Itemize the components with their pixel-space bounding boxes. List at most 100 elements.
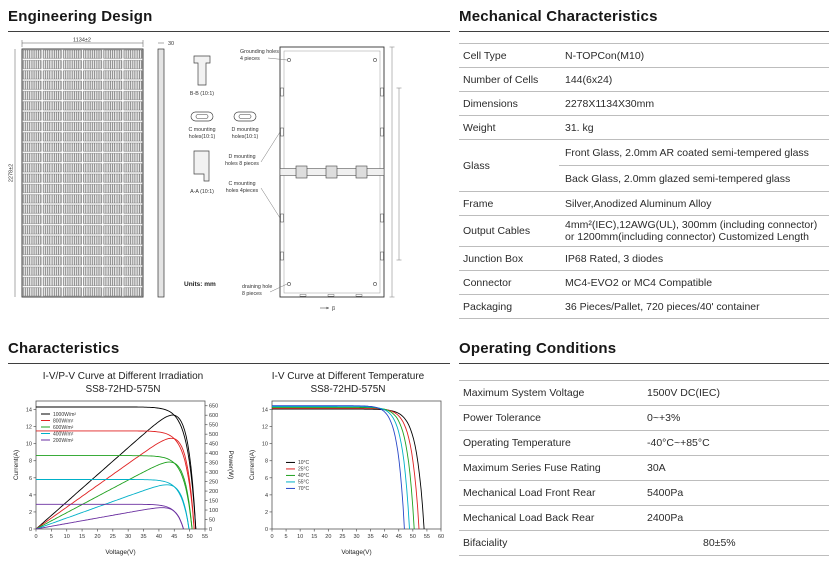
charts-row: I-V/P-V Curve at Different Irradiation S… [8, 370, 450, 556]
mounting-callouts: D mounting holes 8 pieces C mounting hol… [225, 131, 281, 219]
row-label: Glass [463, 159, 490, 172]
svg-text:50: 50 [187, 534, 193, 540]
characteristics-section-title: Characteristics [8, 337, 450, 364]
iv-pv-irradiation-chart: I-V/P-V Curve at Different Irradiation S… [8, 370, 238, 556]
svg-text:200W/m²: 200W/m² [53, 438, 74, 444]
svg-text:4: 4 [265, 493, 268, 499]
c-mounting-label-line2: holes(10:1) [189, 134, 216, 140]
svg-text:25: 25 [110, 534, 116, 540]
operating-conditions-section: Operating Conditions Maximum System Volt… [459, 337, 829, 556]
grounding-label-line2: 4 pieces [240, 56, 260, 62]
table-row: Operating Temperature -40°C~+85°C [459, 431, 829, 456]
svg-text:20: 20 [94, 534, 100, 540]
svg-text:2: 2 [265, 510, 268, 516]
svg-text:550: 550 [209, 423, 218, 429]
row-value: MC4-EVO2 or MC4 Compatible [565, 276, 713, 289]
row-label: Packaging [463, 300, 513, 313]
svg-text:150: 150 [209, 499, 218, 505]
table-row: Number of Cells 144(6x24) [459, 68, 829, 92]
row-label: Power Tolerance [463, 412, 542, 424]
svg-text:5: 5 [285, 534, 288, 540]
svg-text:45: 45 [171, 534, 177, 540]
operating-table: Maximum System Voltage 1500V DC(IEC) Pow… [459, 380, 829, 556]
table-row: Cell Type N-TOPCon(M10) [459, 44, 829, 68]
draining-label-line1: draining hole [242, 284, 272, 290]
chart-subtitle: SS8-72HD-575N [85, 384, 161, 395]
svg-text:600: 600 [209, 413, 218, 419]
svg-text:15: 15 [79, 534, 85, 540]
svg-text:2: 2 [29, 510, 32, 516]
row-value: 30A [647, 462, 666, 474]
table-row: Bifaciality 80±5% [459, 531, 829, 556]
row-label: Connector [463, 276, 512, 289]
row-value: 2400Pa [647, 512, 684, 524]
svg-text:14: 14 [26, 408, 32, 414]
section-aa-label: A-A (10:1) [190, 189, 214, 195]
chart-title: I-V Curve at Different Temperature [271, 371, 425, 382]
svg-text:40: 40 [382, 534, 388, 540]
svg-text:45: 45 [396, 534, 402, 540]
svg-text:Voltage(V): Voltage(V) [341, 549, 371, 556]
operating-section-title: Operating Conditions [459, 337, 829, 364]
svg-text:70°C: 70°C [298, 486, 310, 492]
svg-text:400W/m²: 400W/m² [53, 431, 74, 437]
table-row-glass: Glass Front Glass, 2.0mm AR coated semi-… [459, 140, 829, 192]
table-row: Power Tolerance 0~+3% [459, 406, 829, 431]
c-pieces-label-line1: C mounting [228, 181, 255, 187]
row-value: 144(6x24) [565, 73, 613, 86]
svg-text:1000W/m²: 1000W/m² [53, 412, 76, 418]
row-label: Maximum Series Fuse Rating [463, 462, 601, 474]
svg-text:50: 50 [209, 518, 215, 524]
svg-text:Current(A): Current(A) [249, 450, 256, 480]
row-value: 31. kg [565, 121, 594, 134]
height-dimension-label: 2278±2 [9, 164, 15, 182]
svg-text:350: 350 [209, 461, 218, 467]
svg-text:10: 10 [64, 534, 70, 540]
svg-text:40°C: 40°C [298, 473, 310, 479]
svg-text:Voltage(V): Voltage(V) [105, 549, 135, 556]
units-label: Units: mm [184, 281, 216, 288]
table-row: Weight 31. kg [459, 116, 829, 140]
table-row: Output Cables 4mm²(IEC),12AWG(UL), 300mm… [459, 216, 829, 247]
table-row: Maximum System Voltage 1500V DC(IEC) [459, 381, 829, 406]
section-beta-label: β [332, 306, 335, 312]
svg-text:600W/m²: 600W/m² [53, 425, 74, 431]
row-value: 36 Pieces/Pallet, 720 pieces/40' contain… [565, 300, 760, 313]
svg-text:60: 60 [438, 534, 444, 540]
svg-text:0: 0 [209, 527, 212, 533]
mechanical-table: Cell Type N-TOPCon(M10) Number of Cells … [459, 43, 829, 319]
svg-text:800W/m²: 800W/m² [53, 418, 74, 424]
back-view-callouts: Grounding holes 4 pieces draining hole 8… [240, 49, 335, 312]
junction-box [295, 165, 308, 179]
svg-text:10: 10 [262, 442, 268, 448]
svg-text:400: 400 [209, 451, 218, 457]
svg-text:450: 450 [209, 442, 218, 448]
svg-text:25: 25 [339, 534, 345, 540]
svg-text:30: 30 [125, 534, 131, 540]
d-pieces-label-line1: D mounting [228, 154, 255, 160]
table-row: Mechanical Load Front Rear 5400Pa [459, 481, 829, 506]
section-bb-label: B-B (10:1) [190, 91, 214, 97]
row-label: Bifaciality [463, 537, 508, 549]
svg-text:12: 12 [262, 425, 268, 431]
row-label: Frame [463, 197, 494, 210]
svg-text:100: 100 [209, 508, 218, 514]
mechanical-section-title: Mechanical Characteristics [459, 5, 829, 32]
row-value: -40°C~+85°C [647, 437, 710, 449]
svg-text:15: 15 [311, 534, 317, 540]
panel-side-view: 30 [157, 41, 174, 298]
characteristics-section: Characteristics I-V/P-V Curve at Differe… [8, 337, 450, 556]
svg-text:35: 35 [140, 534, 146, 540]
svg-text:200: 200 [209, 489, 218, 495]
svg-text:5: 5 [50, 534, 53, 540]
svg-text:55°C: 55°C [298, 480, 310, 486]
svg-text:30: 30 [353, 534, 359, 540]
section-aa-detail: A-A (10:1) [190, 150, 214, 195]
svg-text:8: 8 [29, 459, 32, 465]
thickness-dimension-label: 30 [168, 41, 174, 47]
table-row: Dimensions 2278X1134X30mm [459, 92, 829, 116]
section-bb-detail: B-B (10:1) [190, 55, 214, 97]
table-row: Junction Box IP68 Rated, 3 diodes [459, 247, 829, 271]
